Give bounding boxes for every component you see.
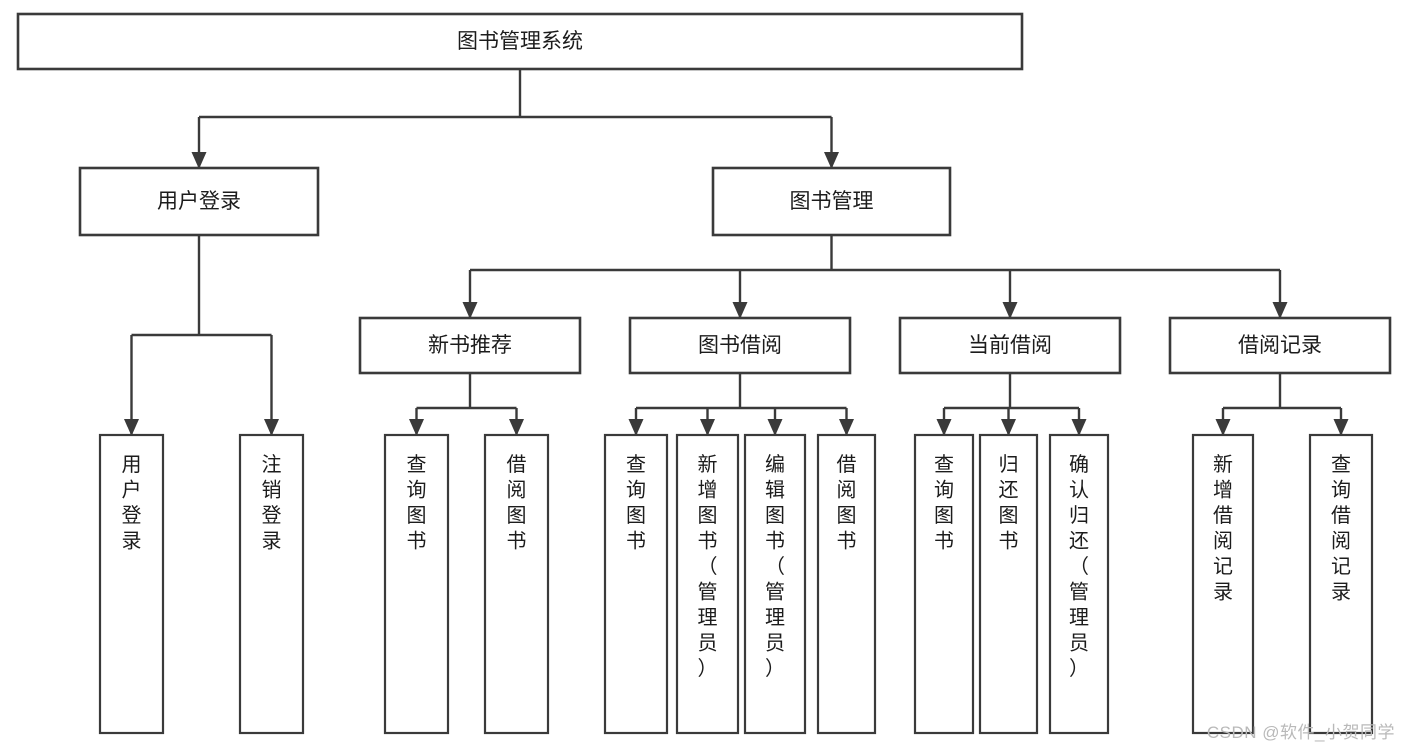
node-label: 当前借阅 (968, 334, 1052, 357)
node-box (628, 316, 852, 375)
node-label: 归还图书 (999, 453, 1019, 553)
node-box (743, 433, 807, 735)
node-box (1308, 433, 1374, 735)
arrow-head (509, 419, 524, 436)
arrow-head (1215, 419, 1231, 436)
arrow-head (264, 419, 279, 436)
node-leaf-add-book-admin[interactable]: 新增图书（管理员） (675, 433, 740, 735)
node-leaf-query-book-recommend[interactable]: 查询图书 (383, 433, 450, 735)
arrow-head (1333, 419, 1349, 436)
node-book-borrow[interactable]: 图书借阅 (628, 316, 852, 375)
node-leaf-edit-book-admin[interactable]: 编辑图书（管理员） (743, 433, 807, 735)
node-label: 编辑图书（管理员） (765, 453, 785, 680)
node-box (78, 166, 320, 237)
node-leaf-add-borrow-record[interactable]: 新增借阅记录 (1191, 433, 1255, 735)
arrow-head (767, 419, 783, 436)
node-label: 借阅记录 (1238, 334, 1322, 357)
node-box (16, 12, 1024, 71)
node-leaf-borrow-book[interactable]: 借阅图书 (816, 433, 877, 735)
arrow-head (700, 419, 715, 436)
node-box (1191, 433, 1255, 735)
arrow-head (936, 419, 952, 436)
arrow-head (732, 302, 748, 319)
node-label: 查询图书 (934, 453, 954, 553)
node-label: 图书借阅 (698, 334, 782, 357)
connector-layer (124, 69, 1349, 436)
node-current-borrow[interactable]: 当前借阅 (898, 316, 1122, 375)
node-user-login[interactable]: 用户登录 (78, 166, 320, 237)
arrow-head (824, 152, 839, 169)
node-box (603, 433, 669, 735)
node-label: 新增借阅记录 (1213, 453, 1233, 604)
node-borrow-record[interactable]: 借阅记录 (1168, 316, 1392, 375)
node-label: 用户登录 (157, 190, 241, 213)
arrow-head (1002, 302, 1018, 319)
node-label: 查询图书 (407, 453, 427, 553)
node-box (675, 433, 740, 735)
node-book-management[interactable]: 图书管理 (711, 166, 952, 237)
node-leaf-borrow-book-recommend[interactable]: 借阅图书 (483, 433, 550, 735)
node-label: 查询借阅记录 (1331, 453, 1351, 604)
node-label: 用户登录 (122, 454, 142, 553)
arrow-head (1001, 419, 1016, 436)
arrow-head (462, 302, 478, 319)
node-box (816, 433, 877, 735)
node-leaf-query-book-current[interactable]: 查询图书 (913, 433, 975, 735)
node-leaf-user-login[interactable]: 用户登录 (98, 433, 165, 735)
node-box (98, 433, 165, 735)
node-label: 新增图书（管理员） (698, 453, 718, 680)
node-label: 图书管理系统 (457, 30, 583, 53)
node-box (238, 433, 305, 735)
node-layer: 图书管理系统用户登录图书管理新书推荐图书借阅当前借阅借阅记录用户登录注销登录查询… (16, 12, 1392, 735)
arrow-head (124, 419, 139, 436)
node-box (1048, 433, 1110, 735)
node-leaf-query-borrow-record[interactable]: 查询借阅记录 (1308, 433, 1374, 735)
node-label: 注销登录 (262, 453, 282, 553)
arrow-head (1071, 419, 1087, 436)
node-new-book-recommend[interactable]: 新书推荐 (358, 316, 582, 375)
arrow-head (839, 419, 854, 436)
arrow-head (409, 419, 424, 436)
node-box (711, 166, 952, 237)
node-label: 新书推荐 (428, 334, 512, 357)
node-box (1168, 316, 1392, 375)
arrow-head (191, 152, 207, 169)
node-leaf-return-book[interactable]: 归还图书 (978, 433, 1039, 735)
node-box (978, 433, 1039, 735)
node-box (913, 433, 975, 735)
node-leaf-user-logout[interactable]: 注销登录 (238, 433, 305, 735)
node-label: 借阅图书 (507, 453, 527, 553)
node-label: 查询图书 (626, 453, 646, 553)
node-box (383, 433, 450, 735)
arrow-head (628, 419, 644, 436)
node-label: 确认归还（管理员） (1069, 453, 1089, 680)
node-box (898, 316, 1122, 375)
node-leaf-confirm-return-admin[interactable]: 确认归还（管理员） (1048, 433, 1110, 735)
node-box (483, 433, 550, 735)
arrow-head (1272, 302, 1288, 319)
node-box (358, 316, 582, 375)
node-label: 借阅图书 (837, 453, 857, 553)
node-leaf-query-book-borrow[interactable]: 查询图书 (603, 433, 669, 735)
node-label: 图书管理 (790, 190, 874, 213)
node-root[interactable]: 图书管理系统 (16, 12, 1024, 71)
